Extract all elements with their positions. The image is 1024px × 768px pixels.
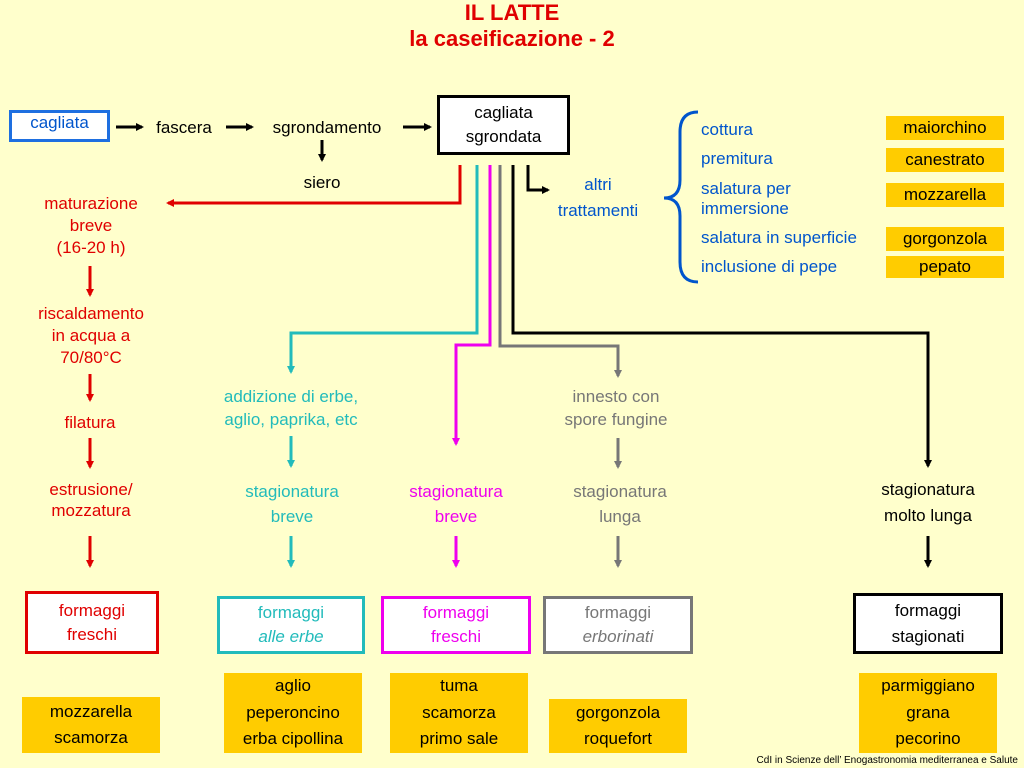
grey-examples: gorgonzola roquefort xyxy=(549,699,687,753)
cheese-canestrato: canestrato xyxy=(886,148,1004,172)
grey-result-line2: erborinati xyxy=(582,627,654,646)
treatment-salatura-immersione: salatura per immersione xyxy=(701,179,791,219)
altri-arrow-line xyxy=(526,165,550,194)
red-step-maturazione: maturazione breve (16-20 h) xyxy=(44,194,138,258)
treatment-premitura: premitura xyxy=(701,149,773,168)
treatment-cottura: cottura xyxy=(701,120,753,139)
grey-result-box: formaggi erborinati xyxy=(543,596,693,654)
cagliata-sgrondata-line1: cagliata xyxy=(474,103,533,123)
cyan-result-line1: formaggi xyxy=(257,603,325,623)
cagliata-sgrondata-box: cagliata sgrondata xyxy=(437,95,570,155)
treatment-salatura-superficie: salatura in superficie xyxy=(701,228,857,247)
magenta-branch-line xyxy=(452,165,492,446)
magenta-examples: tuma scamorza primo sale xyxy=(390,673,528,753)
cagliata-sgrondata-line2: sgrondata xyxy=(465,127,542,146)
red-examples: mozzarella scamorza xyxy=(22,697,160,753)
grey-step-stagionatura: stagionatura lunga xyxy=(573,482,667,526)
red-step-filatura: filatura xyxy=(64,413,116,432)
cheese-pepato: pepato xyxy=(886,256,1004,278)
black-branch-line xyxy=(511,165,932,468)
red-branch-line xyxy=(166,165,462,207)
sgrondamento-label: sgrondamento xyxy=(272,118,382,137)
grey-step-innesto: innesto con spore fungine xyxy=(564,387,668,429)
cagliata-label: cagliata xyxy=(30,113,89,132)
black-result-formaggi-stagionati: formaggi stagionati xyxy=(853,593,1003,654)
magenta-step-stagionatura: stagionatura breve xyxy=(409,482,503,526)
altri-line1: altri xyxy=(584,175,612,194)
red-step-estrusione: estrusione/ mozzatura xyxy=(49,480,133,521)
cyan-step-addizione: addizione di erbe, aglio, paprika, etc xyxy=(223,387,359,429)
cheese-maiorchino: maiorchino xyxy=(886,116,1004,140)
cyan-result-box: formaggi alle erbe xyxy=(217,596,365,654)
grey-result-line1: formaggi xyxy=(584,603,652,623)
altri-trattamenti-label: altri trattamenti xyxy=(545,172,651,223)
cyan-result-line2: alle erbe xyxy=(258,627,324,646)
fascera-label: fascera xyxy=(156,118,212,137)
red-result-formaggi-freschi: formaggi freschi xyxy=(25,591,159,654)
page-subtitle: la caseificazione - 2 xyxy=(409,26,615,51)
footer-credit: CdI in Scienze dell’ Enogastronomia medi… xyxy=(756,755,1018,766)
magenta-result-formaggi-freschi: formaggi freschi xyxy=(381,596,531,654)
page-title: IL LATTE xyxy=(464,0,560,25)
treatment-inclusione-pepe: inclusione di pepe xyxy=(701,257,838,276)
black-step-stagionatura: stagionatura molto lunga xyxy=(881,480,975,526)
red-step-riscaldamento: riscaldamento in acqua a 70/80°C xyxy=(38,304,144,368)
cheese-mozzarella: mozzarella xyxy=(886,183,1004,207)
treatment-brace xyxy=(663,110,699,284)
cheese-gorgonzola: gorgonzola xyxy=(886,227,1004,251)
cyan-step-stagionatura: stagionatura breve xyxy=(245,482,339,526)
siero-label: siero xyxy=(303,173,341,192)
cagliata-box: cagliata xyxy=(9,110,110,142)
black-examples: parmiggiano grana pecorino xyxy=(859,673,997,753)
altri-line2: trattamenti xyxy=(557,200,639,220)
cyan-branch-line xyxy=(287,165,479,374)
grey-branch-line xyxy=(498,165,622,378)
cyan-examples: aglio peperoncino erba cipollina xyxy=(224,673,362,753)
